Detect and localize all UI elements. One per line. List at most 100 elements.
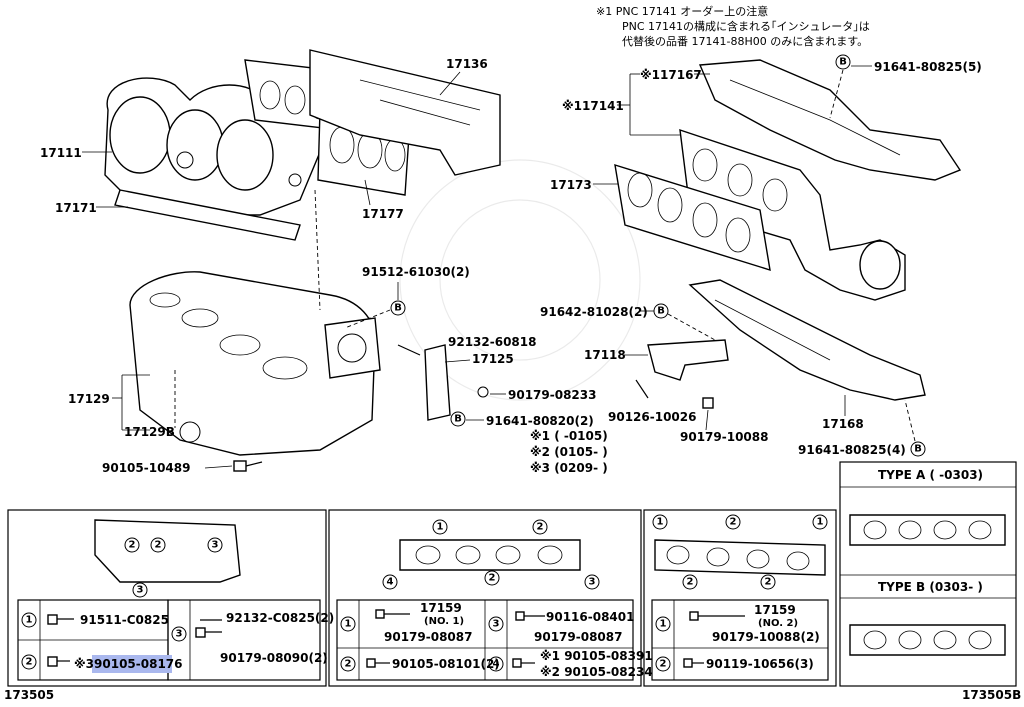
bolt-icon-p3-b bbox=[683, 658, 704, 668]
plate-17136-drawing bbox=[309, 49, 501, 176]
panel-3-frame bbox=[643, 509, 837, 687]
p2-d-2: ※2 90105-08234 bbox=[540, 665, 653, 679]
label-17171: 17171 bbox=[55, 201, 97, 215]
legend-row-2: ※2 (0105- ) bbox=[530, 445, 608, 459]
p2-a-top: 17159 bbox=[420, 601, 462, 615]
label-90105-10489: 90105-10489 bbox=[102, 461, 190, 475]
p2-marker-2b: 2 bbox=[489, 573, 496, 584]
p3-marker-2c: 2 bbox=[765, 577, 772, 588]
p3-marker-2a: 2 bbox=[730, 517, 737, 528]
label-17125: 17125 bbox=[472, 352, 514, 366]
note-line-2: PNC 17141の構成に含まれる｢インシュレータ｣は bbox=[622, 19, 870, 33]
b-marker-1: B bbox=[394, 303, 402, 314]
stud-icon-p3-a bbox=[689, 611, 745, 621]
p3-b-part: 90119-10656(3) bbox=[706, 657, 814, 671]
p2-a-sub: (NO. 1) bbox=[424, 616, 464, 627]
manifold-17129-drawing bbox=[129, 271, 381, 456]
stud-icon-p2-b bbox=[515, 611, 545, 621]
p2-d-1: ※1 90105-08391 bbox=[540, 649, 653, 663]
label-17111: 17111 bbox=[40, 146, 82, 160]
p1-marker-2a: 2 bbox=[129, 540, 136, 551]
p1-row1-marker: 1 bbox=[26, 615, 33, 626]
type-b-label: TYPE B (0303- ) bbox=[878, 580, 983, 594]
label-91641-80825-5: 91641-80825(5) bbox=[874, 60, 982, 74]
note-line-3: 代替後の品番 17141-88H00 のみに含まれます。 bbox=[622, 34, 868, 48]
label-17118: 17118 bbox=[584, 348, 626, 362]
footer-right-code: 173505B bbox=[962, 688, 1021, 702]
legend-row-3: ※3 (0209- ) bbox=[530, 461, 608, 475]
p1-row3-part-b: 90179-08090(2) bbox=[220, 651, 328, 665]
bolt-90105-10489-drawing bbox=[233, 460, 263, 472]
p1-row2-part[interactable]: ※390105-08176 bbox=[74, 657, 183, 671]
panel-2-frame bbox=[328, 509, 642, 687]
p2-c-part: 90105-08101(2) bbox=[392, 657, 500, 671]
panel-2-gasket-drawing bbox=[399, 539, 581, 571]
gasket-17173-drawing bbox=[614, 163, 771, 272]
label-91512-61030: 91512-61030(2) bbox=[362, 265, 470, 279]
type-a-gasket-drawing bbox=[849, 514, 1006, 546]
p2-a-bot: 90179-08087 bbox=[384, 630, 472, 644]
b-marker-4: B bbox=[657, 306, 665, 317]
b-marker-5: B bbox=[914, 444, 922, 455]
panel-1-frame bbox=[7, 509, 327, 687]
p2-marker-1a: 1 bbox=[437, 522, 444, 533]
p3-marker-2b: 2 bbox=[687, 577, 694, 588]
exhaust-manifold-17141-drawing bbox=[679, 128, 906, 301]
p1-row1-part: 91511-C0825 bbox=[80, 613, 169, 627]
b-marker-2: B bbox=[454, 414, 462, 425]
insulator-17168-drawing bbox=[688, 279, 926, 401]
p2-row-c-marker: 2 bbox=[345, 659, 352, 670]
p3-row-b-marker: 2 bbox=[660, 659, 667, 670]
insulator-17167-drawing bbox=[698, 59, 962, 181]
p2-marker-3: 3 bbox=[589, 577, 596, 588]
bracket-17118-drawing bbox=[635, 339, 729, 409]
panel-3-gasket-drawing bbox=[654, 539, 826, 576]
highlight-selected-part bbox=[92, 655, 172, 673]
b-marker-3: B bbox=[839, 57, 847, 68]
label-17177: 17177 bbox=[362, 207, 404, 221]
bolt-icon-p2-c bbox=[366, 658, 390, 668]
p3-a-sub: (NO. 2) bbox=[758, 618, 798, 629]
label-17129: 17129 bbox=[68, 392, 110, 406]
type-a-label: TYPE A ( -0303) bbox=[878, 468, 983, 482]
p2-b-bot: 90179-08087 bbox=[534, 630, 622, 644]
label-91642-81028: 91642-81028(2) bbox=[540, 305, 648, 319]
bracket-17125-drawing bbox=[397, 344, 489, 421]
p1-row3-marker: 3 bbox=[176, 629, 183, 640]
label-17167: ※117167 bbox=[640, 68, 702, 82]
note-line-1: ※1 PNC 17141 オーダー上の注意 bbox=[596, 4, 768, 18]
stud-icon-p2-a bbox=[375, 609, 410, 619]
label-17136: 17136 bbox=[446, 57, 488, 71]
p2-row-a-marker: 1 bbox=[345, 619, 352, 630]
bolt-icon-p1-2 bbox=[47, 656, 70, 667]
p1-row3-part-a: 92132-C0825(2) bbox=[226, 611, 334, 625]
label-90126-10026: 90126-10026 bbox=[608, 410, 696, 424]
p3-marker-1b: 1 bbox=[817, 517, 824, 528]
p2-row-d-marker: 4 bbox=[493, 659, 500, 670]
label-91641-80820: 91641-80820(2) bbox=[486, 414, 594, 428]
p1-marker-3b: 3 bbox=[137, 585, 144, 596]
p3-a-top: 17159 bbox=[754, 603, 796, 617]
bolt-icon-p1-1 bbox=[47, 614, 74, 625]
p1-marker-2b: 2 bbox=[155, 540, 162, 551]
label-17129B: 17129B bbox=[124, 425, 175, 439]
p2-marker-2a: 2 bbox=[537, 522, 544, 533]
bolt-icon-p2-d bbox=[512, 658, 535, 668]
type-b-gasket-drawing bbox=[849, 624, 1006, 656]
p2-row-b-marker: 3 bbox=[493, 619, 500, 630]
label-91641-80825-4: 91641-80825(4) bbox=[798, 443, 906, 457]
p3-marker-1a: 1 bbox=[657, 517, 664, 528]
label-17173: 17173 bbox=[550, 178, 592, 192]
p3-row-a-marker: 1 bbox=[660, 619, 667, 630]
label-92132-60818: 92132-60818 bbox=[448, 335, 536, 349]
legend-row-1: ※1 ( -0105) bbox=[530, 429, 608, 443]
label-17141: ※117141 bbox=[562, 99, 624, 113]
p2-b-top: 90116-08401 bbox=[546, 610, 634, 624]
label-90179-10088: 90179-10088 bbox=[680, 430, 768, 444]
p1-marker-3a: 3 bbox=[212, 540, 219, 551]
p1-row2-marker: 2 bbox=[26, 657, 33, 668]
panel-4-frame bbox=[839, 461, 1017, 687]
p3-a-bot: 90179-10088(2) bbox=[712, 630, 820, 644]
p2-marker-4: 4 bbox=[387, 577, 394, 588]
